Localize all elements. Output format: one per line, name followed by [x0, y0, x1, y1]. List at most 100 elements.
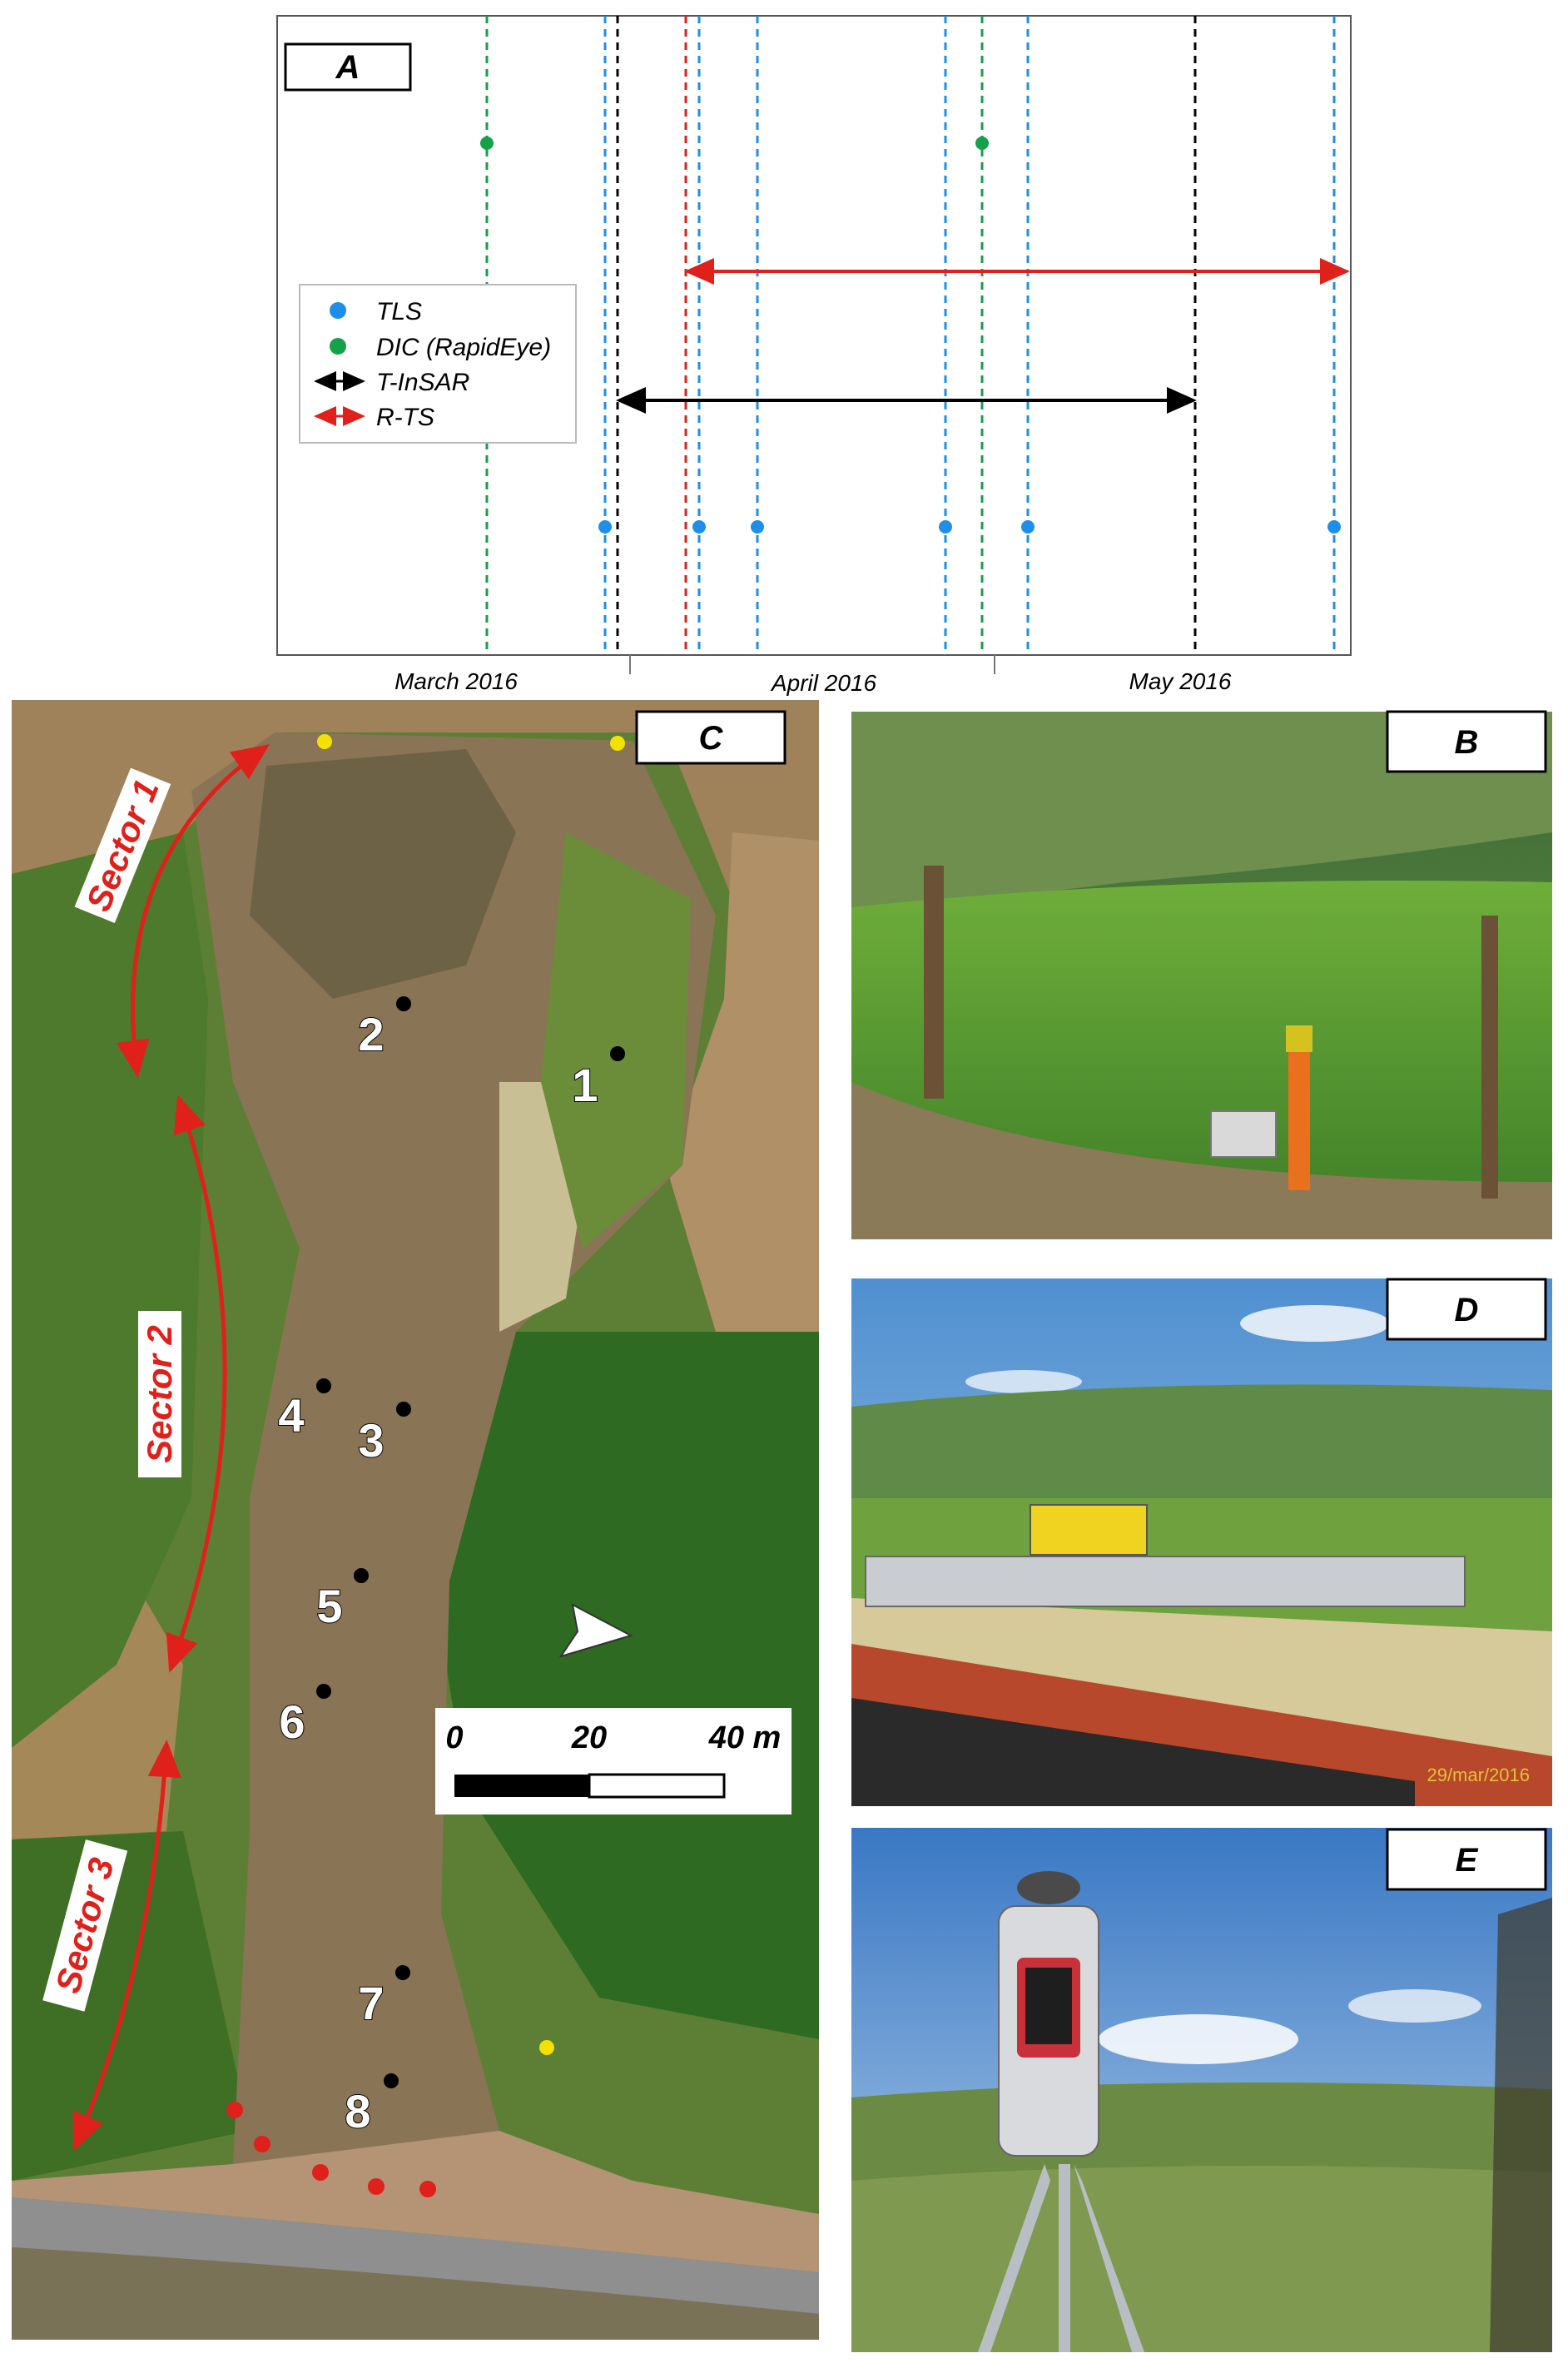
scale-segment-light — [588, 1773, 726, 1799]
photo-d-rail — [865, 1556, 1466, 1607]
point-label: 7 — [358, 1977, 384, 2029]
yellow-marker — [317, 734, 332, 749]
point-dot — [395, 1965, 410, 1980]
photo-panel-d: 29/mar/2016 D — [851, 1278, 1552, 1806]
point-label: 2 — [358, 1008, 384, 1060]
month-label-april: April 2016 — [770, 670, 877, 696]
point-dot — [316, 1684, 331, 1699]
point-dot — [316, 1378, 331, 1393]
tls-dot — [598, 520, 612, 534]
scale-label-40: 40 m — [708, 1720, 782, 1755]
tls-dot — [751, 520, 764, 534]
point-label: 5 — [316, 1580, 342, 1632]
point-dot — [610, 1046, 625, 1061]
photo-panel-e: E — [851, 1828, 1552, 2352]
panel-label-d: D — [1455, 1292, 1479, 1328]
red-marker — [419, 2181, 436, 2197]
photo-e-tree — [1490, 1898, 1552, 2352]
panel-label-b: B — [1455, 724, 1479, 761]
red-marker — [226, 2102, 243, 2118]
tls-dot — [939, 520, 952, 534]
tls-dot — [1327, 520, 1341, 534]
month-label-march: March 2016 — [394, 668, 518, 694]
photo-e-fields — [851, 2166, 1552, 2352]
point-label: 8 — [345, 2085, 370, 2137]
sector-2-arc — [166, 1095, 227, 1673]
month-label-may: May 2016 — [1129, 668, 1232, 694]
sector-3-arc — [72, 1740, 181, 2152]
photo-b-hills — [851, 712, 1552, 907]
legend-tinsar-label: T-InSAR — [376, 369, 469, 396]
sector-2-label: Sector 2 — [138, 1311, 181, 1477]
photo-d-hills — [851, 1384, 1552, 1523]
sector-1-arc — [116, 744, 270, 1078]
panel-label-box-e — [1386, 1828, 1547, 1891]
road-ground — [12, 2247, 819, 2340]
field-right — [666, 832, 819, 1332]
sector-3-label-box — [42, 1839, 128, 2012]
panel-label-box-a — [284, 42, 412, 92]
red-marker — [368, 2178, 385, 2195]
dic-dot — [480, 137, 494, 150]
point-label: 4 — [278, 1389, 304, 1442]
photo-d-cloud — [1240, 1305, 1390, 1342]
photo-b-foreground — [851, 1082, 1552, 1239]
photo-e-scanner-display — [1025, 1968, 1072, 2044]
monitoring-point: 5 — [315, 1568, 369, 1633]
monitoring-point: 6 — [278, 1684, 331, 1749]
sector-2-text: Sector 2 — [140, 1325, 179, 1463]
photo-b-tree-trunk — [924, 866, 944, 1099]
photo-b-instrument-head — [1286, 1025, 1312, 1052]
panel-label-box-d — [1386, 1278, 1547, 1341]
point-label: 1 — [572, 1059, 598, 1111]
sector-2-label-box — [138, 1311, 181, 1477]
scale-segment-dark — [454, 1775, 589, 1797]
legend-rts-label: R-TS — [376, 404, 434, 431]
legend-tls-dot — [330, 302, 346, 319]
road — [12, 2197, 819, 2314]
monitoring-point: 3 — [357, 1402, 411, 1467]
panel-label-e: E — [1456, 1842, 1479, 1879]
panel-label-a: A — [335, 49, 360, 86]
vegetation-right — [433, 1332, 819, 2039]
scale-bar: 0 20 40 m — [435, 1708, 791, 1814]
north-arrow-icon — [558, 1603, 633, 1658]
point-dot — [396, 1402, 411, 1417]
panel-label-box-b — [1386, 710, 1547, 773]
photo-panel-b: B — [851, 710, 1552, 1239]
point-dot — [396, 996, 411, 1011]
red-marker — [312, 2164, 329, 2181]
aerial-map-panel: C Sector 1 Sector 2 Sector 3 1 — [12, 700, 819, 2340]
panel-label-box-c — [635, 710, 786, 765]
photo-d-scanner — [1030, 1504, 1148, 1556]
vegetation-inner — [541, 832, 691, 1249]
monitoring-point: 4 — [277, 1378, 331, 1442]
panel-label-c: C — [699, 720, 724, 757]
yellow-marker — [610, 736, 625, 751]
point-dot — [354, 1568, 369, 1583]
photo-d-date-stamp: 29/mar/2016 — [1427, 1765, 1530, 1785]
landslide-scar — [250, 749, 516, 999]
toe-slope — [12, 2131, 819, 2272]
legend-dic-label: DIC (RapidEye) — [376, 334, 551, 361]
acquisition-lines — [480, 16, 1341, 655]
monitoring-point: 8 — [344, 2073, 399, 2138]
sector-1-label-box — [74, 767, 171, 923]
photo-e-gps-antenna — [1017, 1871, 1080, 1904]
legend: TLS DIC (RapidEye) T-InSAR R-TS — [299, 284, 577, 444]
yellow-marker — [539, 2040, 554, 2055]
photo-b-tree-trunk — [1481, 916, 1498, 1199]
tls-dot — [692, 520, 706, 534]
red-marker — [254, 2136, 270, 2152]
monitoring-point: 1 — [571, 1046, 625, 1112]
photo-b-box — [1210, 1110, 1277, 1158]
point-dot — [384, 2073, 399, 2088]
photo-b-instrument-pole — [1288, 1049, 1310, 1190]
photo-d-railing — [851, 1698, 1415, 1806]
legend-tls-label: TLS — [376, 298, 422, 325]
scale-label-0: 0 — [445, 1720, 463, 1755]
photo-e-tripod — [978, 2164, 1144, 2352]
scale-label-20: 20 — [571, 1720, 607, 1755]
photo-e-cloud — [1099, 2014, 1298, 2064]
